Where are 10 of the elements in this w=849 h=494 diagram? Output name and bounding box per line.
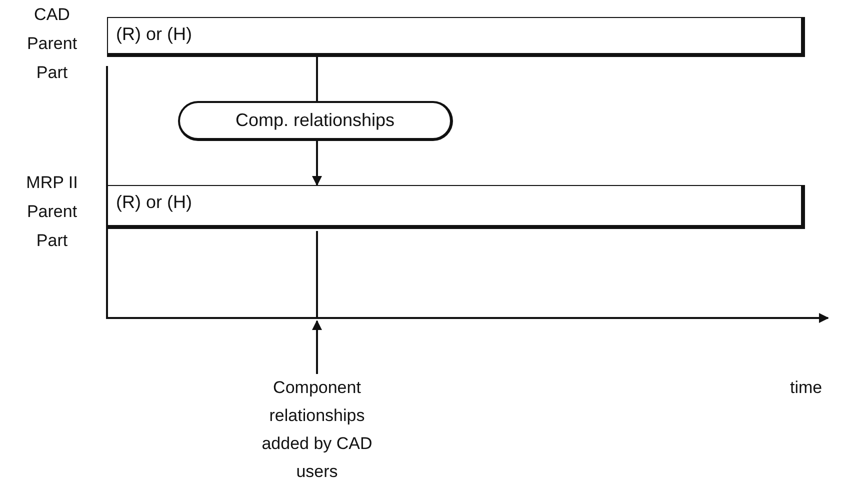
timeline-bar: (R) or (H) xyxy=(107,185,805,229)
timeline-bar: (R) or (H) xyxy=(107,17,805,57)
process-pill: Comp. relationships xyxy=(178,101,453,141)
axis-label: time xyxy=(790,378,822,398)
connector-line xyxy=(316,57,318,101)
annotation-text: Component relationships added by CAD users xyxy=(255,374,379,492)
arrow xyxy=(312,320,322,374)
row-label: CAD Parent Part xyxy=(26,4,78,84)
arrow xyxy=(312,141,322,186)
row-label: MRP II Parent Part xyxy=(25,172,79,252)
